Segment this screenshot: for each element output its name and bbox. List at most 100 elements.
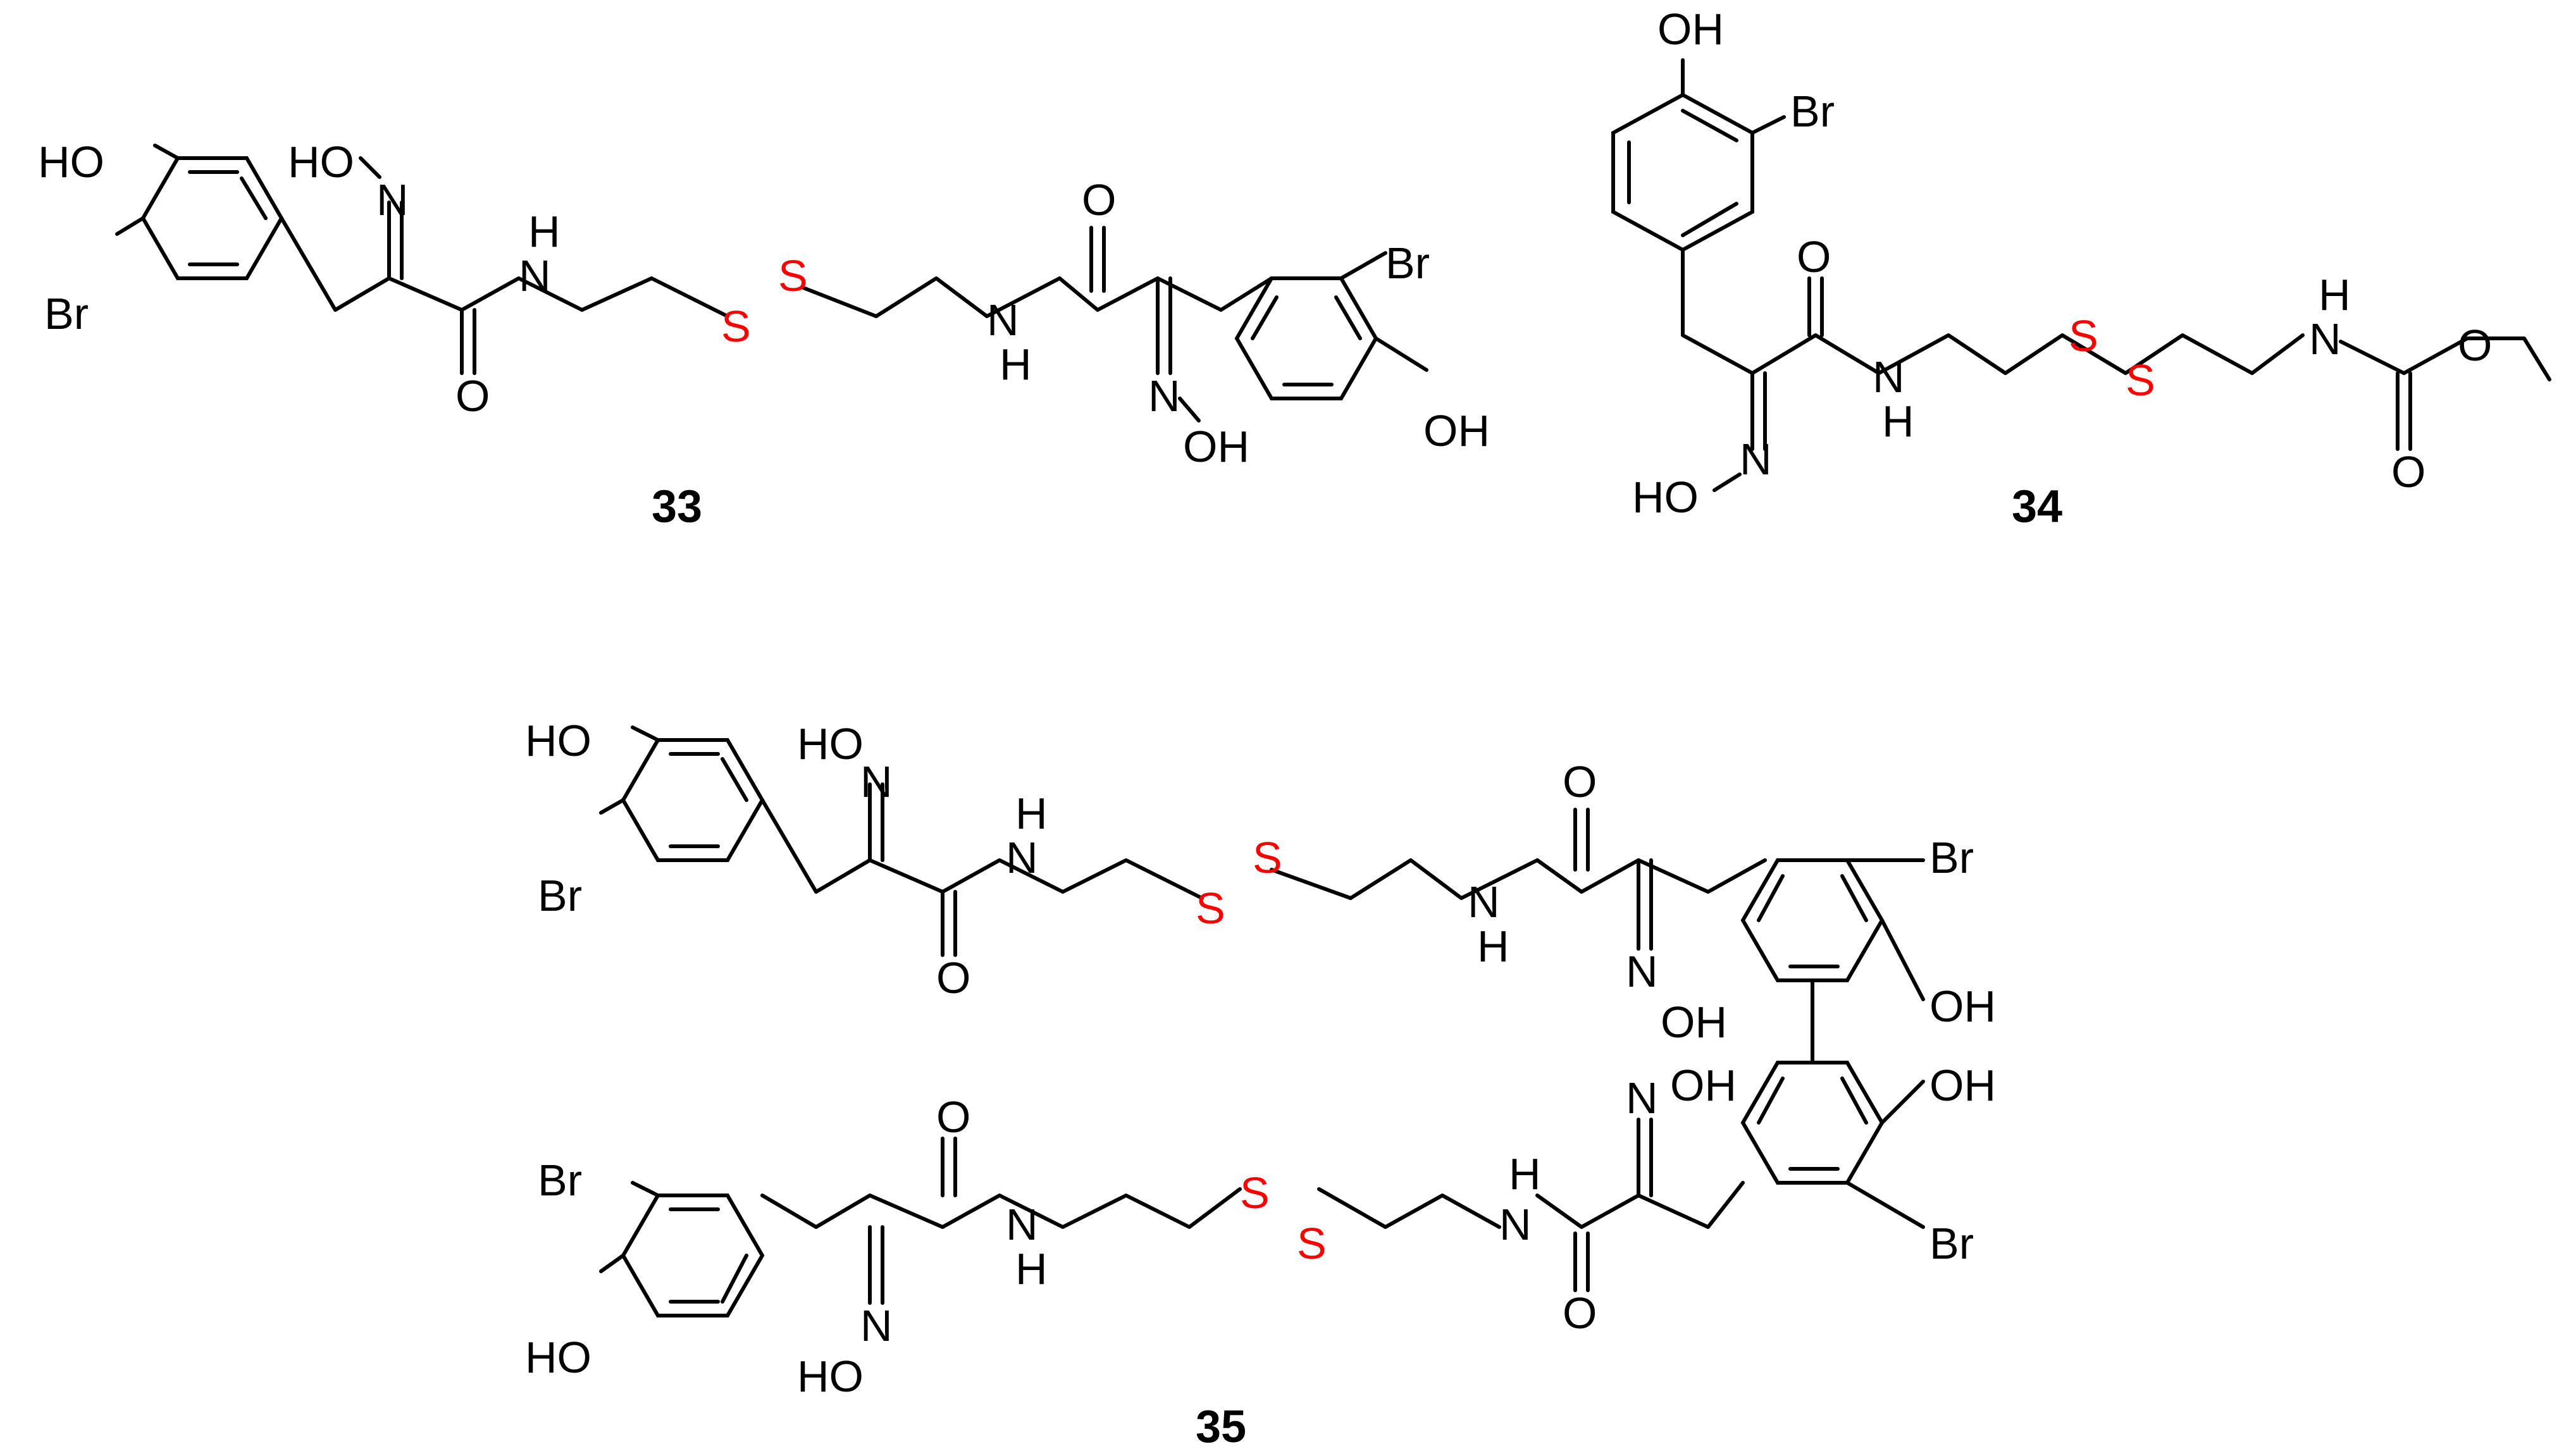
atom-n: N	[376, 175, 409, 225]
atom-o: O	[936, 1092, 970, 1142]
aromatic-bond	[721, 1254, 748, 1304]
aromatic-bond	[1681, 202, 1738, 237]
atom-br: Br	[44, 289, 89, 338]
atom-n: N	[860, 757, 893, 806]
atom-h: H	[1509, 1149, 1541, 1199]
atom-sulfur: S	[2069, 311, 2098, 361]
atom-o: O	[2458, 321, 2492, 370]
atom-h: H	[1000, 340, 1032, 389]
atom-nh: N	[1468, 877, 1500, 927]
bond	[802, 286, 878, 318]
bond	[1845, 1181, 1925, 1229]
bond	[359, 156, 381, 179]
atom-sulfur: S	[778, 251, 808, 300]
bond	[1712, 472, 1742, 492]
atom-oh: OH	[1929, 1061, 1996, 1110]
atom-nh: N	[1006, 1200, 1038, 1249]
compound-33: HO Br HO N O N H S S N H O N OH Br OH 33	[38, 137, 1490, 532]
atom-sulfur: S	[721, 302, 751, 351]
atom-n: N	[1740, 435, 1772, 484]
atom-nh: N	[1006, 833, 1038, 882]
compound-label-33: 33	[652, 481, 702, 532]
bond	[1750, 115, 1786, 135]
atom-br: Br	[1929, 833, 1974, 882]
benzene-ring	[140, 156, 284, 280]
atom-ho: HO	[797, 719, 864, 768]
atom-sulfur: S	[1240, 1168, 1270, 1218]
benzene-ring	[621, 738, 765, 862]
atom-o: O	[936, 953, 970, 1003]
side-chain	[280, 216, 729, 318]
atom-oh: OH	[1661, 997, 1727, 1047]
aromatic-bond	[1757, 1077, 1785, 1125]
atom-ho: HO	[288, 137, 354, 187]
side-chain	[760, 1187, 1242, 1229]
benzene-ring	[621, 1194, 765, 1317]
bond	[631, 725, 660, 742]
atom-h: H	[2319, 270, 2351, 319]
side-chain	[760, 798, 1204, 900]
atom-br: Br	[1790, 87, 1835, 136]
aromatic-bond	[1840, 874, 1868, 922]
atom-nh: N	[1499, 1200, 1532, 1249]
compound-35: HO Br HO N O N H S S N H O N OH Br OH N …	[525, 716, 1996, 1452]
atom-nh: N	[519, 251, 551, 300]
side-chain	[1317, 1187, 1501, 1229]
atom-o: O	[1563, 1288, 1597, 1338]
atom-sulfur: S	[2126, 355, 2155, 405]
atom-sulfur: S	[1253, 833, 1282, 882]
compound-label-35: 35	[1196, 1402, 1246, 1452]
aromatic-bond	[721, 757, 748, 802]
atom-nh: N	[987, 295, 1019, 345]
atom-o: O	[2391, 447, 2425, 497]
aromatic-bond	[1681, 109, 1738, 142]
compound-label-34: 34	[2012, 481, 2062, 532]
aromatic-bond	[240, 176, 268, 220]
bond	[599, 1254, 625, 1273]
atom-ho: HO	[525, 716, 591, 765]
bond	[1374, 336, 1428, 372]
atom-n: N	[860, 1301, 893, 1350]
atom-h: H	[1015, 789, 1048, 838]
benzene-ring	[1234, 276, 1378, 400]
benzene-ring	[1740, 858, 1885, 982]
atom-ho: HO	[525, 1333, 591, 1382]
atom-br: Br	[1385, 238, 1430, 288]
atom-oh: OH	[1929, 982, 1996, 1031]
atom-oh: OH	[1657, 4, 1724, 54]
atom-br: Br	[538, 871, 582, 920]
atom-o: O	[1797, 232, 1831, 281]
atom-h: H	[1015, 1244, 1048, 1293]
bond	[1339, 251, 1387, 280]
atom-h: H	[528, 207, 560, 256]
atom-h: H	[1882, 397, 1914, 446]
atom-oh: OH	[1423, 406, 1490, 455]
atom-o: O	[1563, 757, 1597, 806]
aromatic-bond	[1757, 874, 1785, 922]
bond	[115, 216, 145, 236]
side-chain	[1349, 858, 1539, 900]
side-chain	[2339, 336, 2551, 381]
aromatic-bond	[1251, 295, 1279, 340]
compound-34: OH Br O N H N HO S S N H O O 34	[1611, 4, 2551, 532]
bond	[1880, 1080, 1925, 1125]
atom-ho: HO	[1632, 472, 1699, 522]
atom-oh: OH	[1183, 422, 1249, 471]
benzene-ring	[1611, 92, 1754, 252]
aromatic-bond	[1334, 295, 1362, 340]
atom-o: O	[455, 371, 490, 421]
atom-br: Br	[538, 1156, 582, 1205]
side-chain	[874, 276, 1062, 318]
side-chain	[1681, 248, 2305, 375]
atom-n: N	[1626, 947, 1658, 996]
atom-sulfur: S	[1297, 1219, 1327, 1268]
atom-nh: N	[2309, 314, 2341, 364]
bond	[1178, 397, 1201, 423]
bond	[631, 1181, 660, 1197]
atom-n: N	[1626, 1073, 1658, 1123]
atom-sulfur: S	[1196, 884, 1225, 933]
atom-n: N	[1148, 371, 1180, 421]
atom-oh: OH	[1670, 1061, 1737, 1110]
atom-br: Br	[1929, 1219, 1974, 1268]
